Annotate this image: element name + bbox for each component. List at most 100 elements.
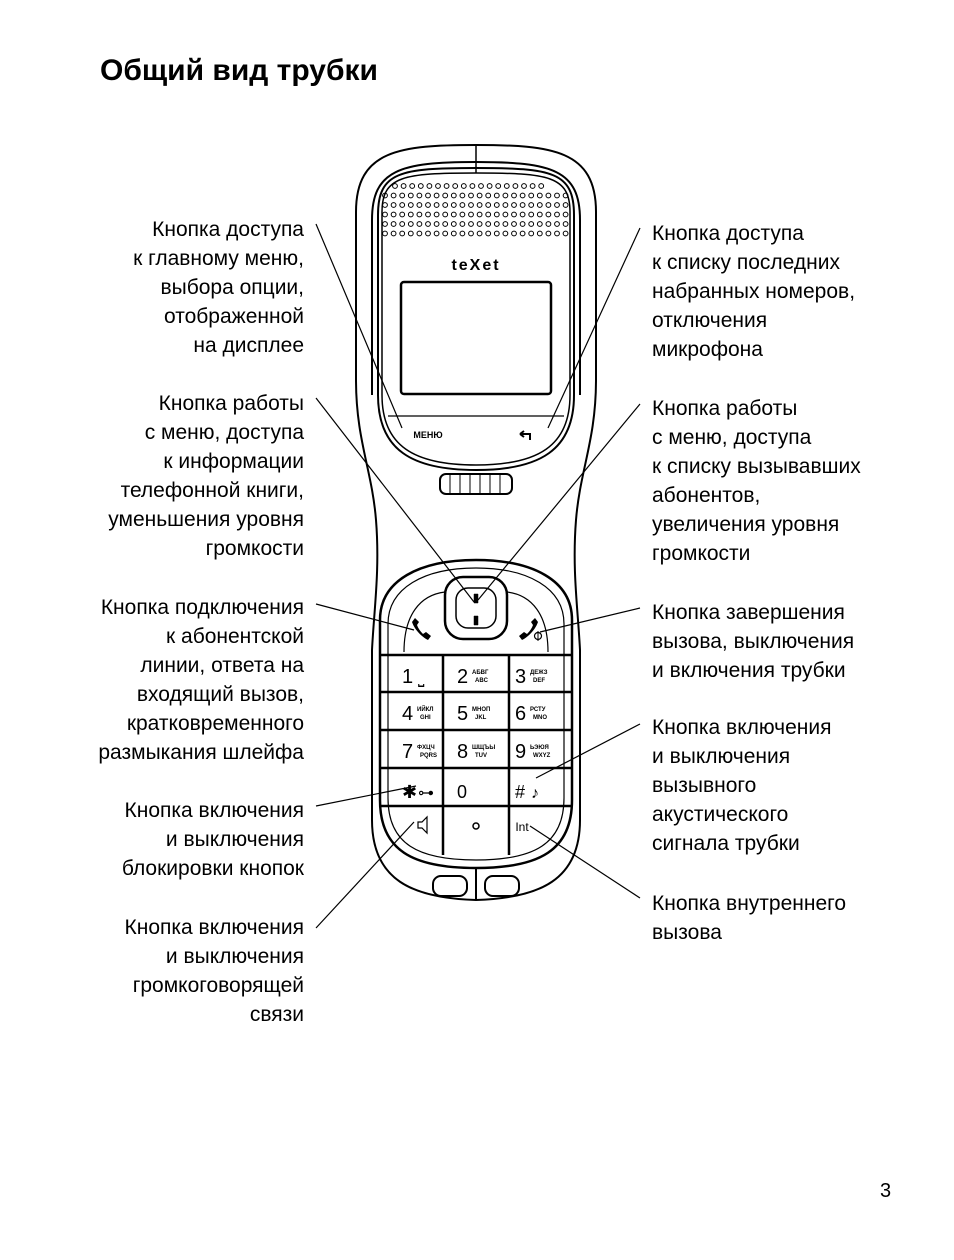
key-glyph: ⊶ xyxy=(418,785,434,802)
grille-dot xyxy=(486,183,493,189)
key-1[interactable]: 1⎵ xyxy=(402,666,425,688)
grille-dot xyxy=(469,183,476,189)
grille-dot xyxy=(511,192,517,199)
key-letters-en: DEF xyxy=(533,678,545,684)
grille-dot xyxy=(452,183,459,189)
key-glyph: ⎵ xyxy=(418,670,425,687)
grille-dot xyxy=(399,202,406,208)
grille-dot xyxy=(562,202,569,208)
grille-dot xyxy=(528,202,535,208)
back-arrow-icon xyxy=(519,430,531,440)
grille-dot xyxy=(545,192,552,199)
grille-dot xyxy=(493,221,500,227)
grille-dot xyxy=(554,192,560,199)
grille-dot xyxy=(382,230,388,237)
grille-dot xyxy=(459,202,466,208)
grille-dot xyxy=(425,202,431,208)
callout-lines xyxy=(315,223,641,929)
key-digit: 4 xyxy=(402,703,413,725)
key-letters-ru: ДЕЖЗ xyxy=(530,670,548,676)
grille-dot xyxy=(554,211,560,218)
grille-dot xyxy=(443,183,450,189)
grille-dot xyxy=(416,202,423,208)
nav-key xyxy=(443,575,509,641)
key-10[interactable]: ✱⊶ xyxy=(402,782,434,802)
grille-dot xyxy=(450,192,457,199)
grille-dot xyxy=(399,192,406,199)
grille-dot xyxy=(392,183,398,189)
grille-dot xyxy=(502,202,509,208)
key-letters-ru: ЬЭЮЯ xyxy=(530,745,549,751)
grille-dot xyxy=(382,221,388,227)
grille-dot xyxy=(382,211,388,218)
page-number: 3 xyxy=(880,1180,892,1202)
grille-dot xyxy=(476,221,483,227)
key-letters-ru: ШЩЪЫ xyxy=(472,745,495,751)
grille-dot xyxy=(502,192,509,199)
grille-dot xyxy=(511,221,517,227)
grille-dot xyxy=(493,192,500,199)
grille-dot xyxy=(476,211,483,218)
key-letters-ru: АБВГ xyxy=(472,670,489,676)
grille-dot xyxy=(425,221,431,227)
grille-dot xyxy=(493,202,500,208)
grille-dot xyxy=(442,211,449,218)
grille-dot xyxy=(435,183,441,189)
key-digit: 8 xyxy=(457,741,468,763)
key-digit: 1 xyxy=(402,666,413,688)
call-button-icon xyxy=(412,618,431,640)
grille-dot xyxy=(390,192,397,199)
earpiece-panel xyxy=(377,166,575,472)
grille-dot xyxy=(450,202,457,208)
grille-dot xyxy=(538,183,545,189)
grille-dot xyxy=(416,211,423,218)
key-digit: 9 xyxy=(515,741,526,763)
key-letters-ru: МНОП xyxy=(472,707,490,713)
int-key-label: Int xyxy=(515,820,529,834)
grille-dot xyxy=(433,230,440,237)
key-letters-en: PQRS xyxy=(420,753,437,759)
grille-dot xyxy=(459,221,466,227)
grille-dot xyxy=(459,192,466,199)
grille-dot xyxy=(442,230,449,237)
grille-dot xyxy=(442,192,449,199)
grille-dot xyxy=(554,230,560,237)
grille-dot xyxy=(382,202,388,208)
key-digit: 7 xyxy=(402,741,413,763)
grille-dot xyxy=(478,183,484,189)
grille-dot xyxy=(485,221,492,227)
grille-dot xyxy=(562,230,569,237)
grille-dot xyxy=(502,211,509,218)
key-glyph: ♪ xyxy=(531,785,539,802)
grille-dot xyxy=(476,202,483,208)
grille-dot xyxy=(536,192,543,199)
grille-dot xyxy=(536,211,543,218)
grille-dot xyxy=(512,183,519,189)
grille-dot xyxy=(390,202,397,208)
grille-dot xyxy=(562,192,569,199)
grille-dot xyxy=(528,192,535,199)
key-12[interactable]: #♪ xyxy=(515,782,539,802)
grille-dot xyxy=(503,183,510,189)
key-digit: 6 xyxy=(515,703,526,725)
grille-dot xyxy=(519,230,526,237)
keypad-area xyxy=(378,558,574,870)
key-digit: ✱ xyxy=(402,782,417,802)
grille-dot xyxy=(433,192,440,199)
key-11[interactable]: 0 xyxy=(457,782,467,802)
grille-dot xyxy=(485,211,492,218)
grille-dot xyxy=(450,221,457,227)
